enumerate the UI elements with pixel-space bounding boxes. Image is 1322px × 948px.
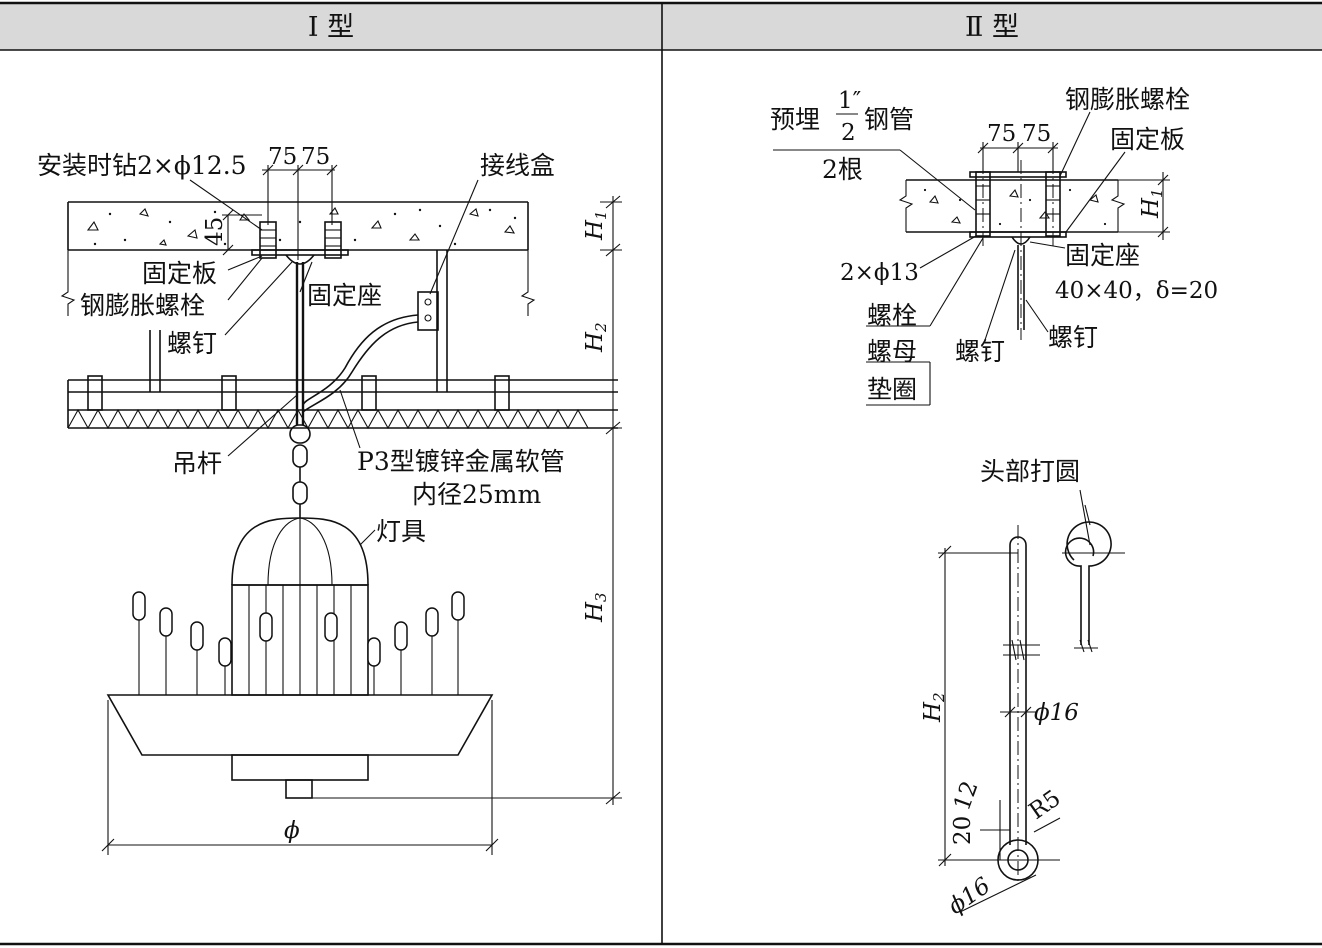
h2-label-2: H2	[920, 692, 948, 723]
screw-label-2a: 螺钉	[955, 337, 1005, 366]
junction-box-label: 接线盒	[480, 151, 555, 180]
fixing-plate-label: 固定板	[142, 259, 217, 288]
dim-75-right-2: 75	[1022, 121, 1051, 147]
fixing-plate-bar	[251, 249, 349, 256]
dim-45: 45	[202, 217, 228, 246]
conduit-label-line1: P3型镀锌金属软管	[357, 447, 565, 476]
phi16-rod-label: ϕ16	[1034, 700, 1079, 726]
dim-75-left: 75	[268, 144, 297, 170]
r5-label: R5	[1025, 785, 1066, 825]
ceiling-grid	[67, 250, 618, 430]
h3-label: H3	[582, 592, 610, 623]
conduit-label-line2: 内径25mm	[412, 480, 542, 509]
head-round-label: 头部打圆	[980, 457, 1080, 486]
expansion-bolts	[251, 221, 349, 259]
type-2-mount-drawing: 预埋 1″ 2 钢管 2根 钢膨胀螺栓 75 75 固定板 H1 2×ϕ13 固…	[770, 85, 1218, 406]
embedded-pipe-label: 预埋	[770, 105, 820, 134]
header-band	[0, 3, 1322, 50]
rod-label: 吊杆	[172, 449, 222, 478]
phi16-eye-label: ϕ16	[944, 873, 996, 920]
dim-12-label: 12	[949, 778, 983, 814]
h1-label: H1	[582, 210, 610, 241]
expansion-bolt-label-2: 钢膨胀螺栓	[1065, 85, 1190, 114]
type-1-dimensions	[101, 164, 622, 855]
flexible-conduit	[302, 314, 419, 406]
junction-box	[417, 291, 439, 331]
nut-label: 螺母	[867, 337, 917, 366]
drill-hole-label: 安装时钻2×ϕ12.5	[37, 151, 247, 180]
header-type-1: Ⅰ 型	[308, 12, 354, 43]
type-1-drawing: 安装时钻2×ϕ12.5 75 75 45 接线盒 H1 H2 H3 固定板 钢膨…	[37, 144, 622, 855]
chain	[289, 424, 311, 518]
screw-label: 螺钉	[167, 329, 217, 358]
embedded-pipe-label-suffix: 钢管	[864, 105, 914, 134]
two-pipes-label: 2根	[822, 155, 863, 184]
header-type-2: Ⅱ 型	[965, 12, 1019, 43]
lamp-fixture	[106, 517, 494, 799]
fraction-numerator: 1″	[838, 88, 862, 114]
fraction-denominator: 2	[841, 120, 856, 146]
h1-label-2: H1	[1138, 188, 1166, 219]
fixing-seat-label: 固定座	[307, 281, 382, 310]
type-1-leaders	[224, 179, 479, 546]
seat-size-label: 40×40，δ=20	[1055, 278, 1218, 304]
dim-75-left-2: 75	[987, 121, 1016, 147]
expansion-bolt-label: 钢膨胀螺栓	[80, 291, 205, 320]
fixing-seat-label-2: 固定座	[1065, 241, 1140, 270]
bolt-label: 螺栓	[867, 301, 917, 330]
type-2-rod-drawing: 头部打圆 H2 ϕ16 12 20 R5 ϕ16	[920, 457, 1125, 920]
washer-label: 垫圈	[867, 375, 917, 404]
screw-label-2b: 螺钉	[1048, 323, 1098, 352]
dim-20-label: 20	[950, 816, 976, 845]
lamp-label: 灯具	[376, 517, 426, 546]
dim-75-right: 75	[301, 144, 330, 170]
hole-label: 2×ϕ13	[840, 260, 919, 286]
diameter-label: ϕ	[284, 818, 300, 844]
fixing-plate-label-2: 固定板	[1110, 125, 1185, 154]
h2-label: H2	[582, 322, 610, 353]
